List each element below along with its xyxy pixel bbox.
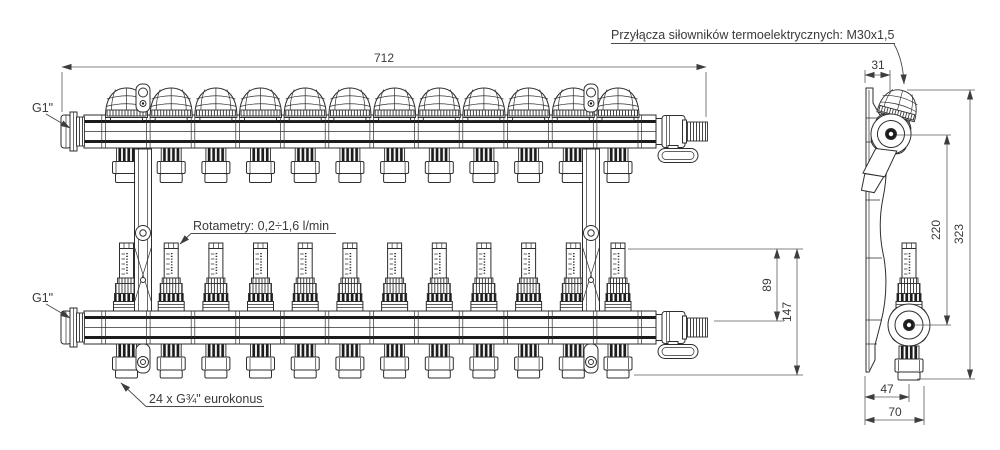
return-outlet-eurokonus — [335, 343, 365, 379]
rotameter-flow-meter — [202, 242, 230, 312]
supply-outlet-eurokonus — [156, 147, 186, 183]
dim-flowmeter-height: 89 — [760, 278, 774, 292]
dim-axis-depth: 47 — [880, 382, 894, 396]
end-drain-valve-bottom — [655, 311, 708, 359]
rotameter-flow-meter — [336, 242, 364, 312]
rotameter-flow-meter — [604, 242, 632, 312]
supply-outlet-eurokonus — [380, 147, 410, 183]
inlet-connection-top — [60, 111, 85, 152]
label-inlet-bottom: G1" — [32, 291, 53, 305]
thermostatic-valve-cap — [417, 87, 461, 121]
thermostatic-valve-cap — [462, 87, 506, 121]
thermostatic-valve-cap — [596, 87, 640, 121]
label-inlet-top: G1" — [32, 101, 53, 115]
front-view — [60, 83, 708, 379]
dim-axis-distance: 220 — [929, 220, 943, 240]
rotameter-flow-meter — [246, 242, 275, 312]
thermostatic-valve-cap — [373, 87, 417, 121]
return-outlet-eurokonus — [290, 343, 320, 379]
side-top-valve — [860, 85, 922, 194]
thermostatic-valve-cap — [283, 87, 327, 121]
rotameter-flow-meter — [514, 242, 543, 312]
dim-overall-depth: 70 — [888, 405, 902, 419]
return-outlet-eurokonus — [469, 343, 499, 379]
dim-overall-length: 712 — [374, 51, 394, 65]
label-actuator-connections: Przyłącza siłowników termoelektrycznych:… — [611, 28, 894, 42]
supply-outlet-eurokonus — [603, 147, 633, 183]
thermostatic-valve-cap — [507, 87, 551, 121]
rotameter-flow-meter — [425, 242, 454, 312]
return-outlet-eurokonus — [380, 343, 410, 379]
thermostatic-valve-cap — [149, 87, 193, 121]
thermostatic-valve-cap — [328, 87, 372, 121]
supply-outlet-eurokonus — [335, 147, 365, 183]
return-outlet-eurokonus — [603, 343, 633, 379]
supply-outlet-eurokonus — [290, 147, 320, 183]
return-outlet-eurokonus — [156, 343, 186, 379]
return-outlet-eurokonus — [424, 343, 454, 379]
supply-outlet-eurokonus — [469, 147, 499, 183]
rotameter-flow-meter — [470, 242, 498, 312]
rotameter-flow-meter — [380, 242, 409, 312]
inlet-connection-bottom — [60, 307, 85, 348]
supply-outlet-eurokonus — [201, 147, 231, 183]
manifold-joint-rings — [101, 115, 642, 344]
side-bottom-valve — [887, 242, 931, 381]
dim-side-top-offset: 31 — [871, 58, 885, 72]
supply-outlet-eurokonus — [514, 147, 544, 183]
label-rotameters: Rotametry: 0,2÷1,6 l/min — [193, 219, 329, 233]
labels: Przyłącza siłowników termoelektrycznych:… — [32, 28, 907, 407]
supply-outlet-eurokonus — [424, 147, 454, 183]
return-outlet-eurokonus — [558, 343, 588, 379]
supply-outlet-eurokonus — [246, 147, 275, 183]
return-outlet-eurokonus — [514, 343, 544, 379]
end-drain-valve-top — [655, 115, 708, 163]
rotameter-flow-meter — [157, 242, 185, 312]
dimensions: 712 89 147 31 220 323 47 70 — [61, 51, 975, 425]
dim-overall-height-front: 147 — [780, 302, 794, 322]
return-outlet-eurokonus — [201, 343, 231, 379]
thermostatic-valve-cap — [239, 87, 282, 121]
return-outlet-eurokonus — [246, 343, 275, 379]
thermostatic-valve-cap — [194, 87, 238, 121]
dim-overall-height-side: 323 — [952, 224, 966, 244]
label-eurokonus: 24 x G¾" eurokonus — [149, 392, 263, 406]
rotameter-flow-meter — [291, 242, 320, 312]
side-view — [860, 85, 931, 381]
